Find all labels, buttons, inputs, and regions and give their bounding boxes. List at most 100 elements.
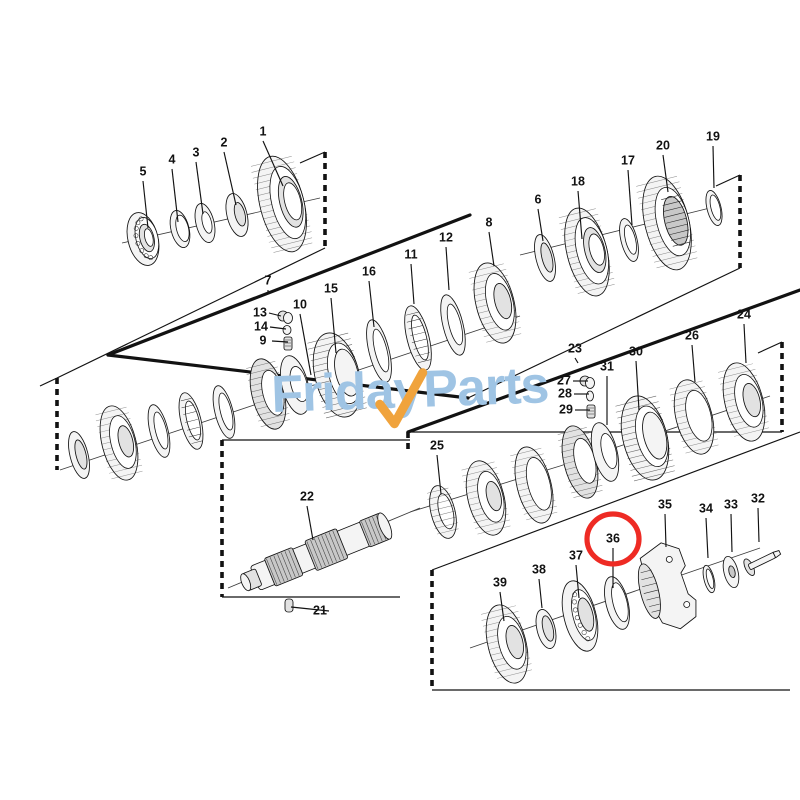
callout-39-output-gear[interactable]: 39 bbox=[493, 575, 507, 622]
callout-4-snap-ring[interactable]: 4 bbox=[169, 152, 179, 223]
leader-line-15 bbox=[330, 297, 337, 354]
callout-7-mainshaft-assembly[interactable]: 7 bbox=[265, 273, 272, 293]
callout-17-thrust-washer[interactable]: 17 bbox=[621, 153, 635, 226]
callout-number-29: 29 bbox=[559, 402, 573, 416]
callout-28-spring[interactable]: 28 bbox=[558, 386, 589, 400]
part-8-gear-mid bbox=[95, 405, 143, 481]
leader-line-34 bbox=[705, 517, 709, 559]
part-8-gear bbox=[468, 262, 522, 344]
part-25-bearing-race bbox=[426, 485, 459, 539]
callout-13-detent-ball[interactable]: 13 bbox=[253, 305, 282, 319]
callout-23-mainshaft-gear-set[interactable]: 23 bbox=[568, 341, 582, 364]
callout-38-spacer-washer[interactable]: 38 bbox=[532, 562, 546, 609]
part-14-spring bbox=[282, 325, 292, 335]
part-38-spacer-washer bbox=[535, 609, 557, 649]
callout-6-thrust-washer[interactable]: 6 bbox=[535, 192, 544, 242]
callout-number-3: 3 bbox=[193, 145, 200, 159]
callout-number-26: 26 bbox=[685, 328, 699, 342]
callout-21-dowel-pin[interactable]: 21 bbox=[290, 603, 330, 617]
part-34-o-ring bbox=[702, 564, 716, 594]
part-30-sliding-sleeve bbox=[615, 395, 675, 482]
callout-34-o-ring[interactable]: 34 bbox=[699, 501, 713, 559]
callout-35-output-yoke-flange[interactable]: 35 bbox=[658, 497, 672, 548]
leader-line-12 bbox=[445, 246, 450, 291]
part-35-output-yoke-flange bbox=[637, 542, 697, 630]
callout-32-bolt[interactable]: 32 bbox=[751, 491, 765, 543]
callout-layer: 1234567891011121314151617181920212223242… bbox=[140, 124, 765, 622]
leader-line-22 bbox=[306, 505, 314, 541]
callout-number-9: 9 bbox=[260, 333, 267, 347]
callout-2-thrust-washer[interactable]: 2 bbox=[221, 135, 237, 206]
callout-number-23: 23 bbox=[568, 341, 582, 355]
callout-15-sliding-sleeve[interactable]: 15 bbox=[324, 281, 338, 354]
leader-line-13 bbox=[268, 312, 282, 317]
part-24-gear-right bbox=[718, 362, 770, 442]
leader-line-26 bbox=[691, 344, 696, 383]
part-27-detent-ball bbox=[579, 375, 595, 389]
callout-12-synchronizer-ring[interactable]: 12 bbox=[439, 230, 453, 291]
callout-number-5: 5 bbox=[140, 164, 147, 178]
callout-27-detent-ball[interactable]: 27 bbox=[557, 373, 588, 387]
callout-31-synchronizer-hub[interactable]: 31 bbox=[600, 359, 614, 425]
callout-37-bearing[interactable]: 37 bbox=[569, 548, 583, 599]
part-32-bolt bbox=[743, 550, 782, 576]
part-17-thrust-washer bbox=[619, 218, 639, 262]
callout-20-clutch-gear[interactable]: 20 bbox=[656, 138, 670, 193]
callout-5-ball-bearing[interactable]: 5 bbox=[140, 164, 149, 229]
callout-14-spring[interactable]: 14 bbox=[254, 319, 287, 333]
leader-line-33 bbox=[730, 513, 733, 553]
callout-number-17: 17 bbox=[621, 153, 635, 167]
callout-24-gear[interactable]: 24 bbox=[737, 307, 751, 364]
callout-1-drive-gear[interactable]: 1 bbox=[260, 124, 284, 187]
part-4-snap-ring bbox=[169, 210, 191, 248]
callout-25-bearing-race[interactable]: 25 bbox=[430, 438, 444, 495]
callout-3-spacer-ring[interactable]: 3 bbox=[193, 145, 204, 215]
callout-number-8: 8 bbox=[486, 215, 493, 229]
callout-11-synchronizer-ring[interactable]: 11 bbox=[404, 247, 418, 305]
part-12-synchronizer-ring bbox=[440, 294, 466, 356]
part-31-synchronizer-hub bbox=[557, 425, 603, 499]
callout-number-31: 31 bbox=[600, 359, 614, 373]
callout-number-25: 25 bbox=[430, 438, 444, 452]
callout-number-39: 39 bbox=[493, 575, 507, 589]
part-10-hub-body bbox=[280, 355, 310, 415]
part-29-pin bbox=[586, 404, 596, 419]
leader-line-20 bbox=[662, 154, 669, 193]
callout-number-10: 10 bbox=[293, 297, 307, 311]
part-31-hub-collar bbox=[590, 422, 620, 482]
callout-number-13: 13 bbox=[253, 305, 267, 319]
part-26-gear-right bbox=[669, 379, 719, 455]
leader-line-19 bbox=[712, 145, 715, 189]
callout-19-snap-ring[interactable]: 19 bbox=[706, 129, 720, 189]
callout-number-15: 15 bbox=[324, 281, 338, 295]
callout-8-gear[interactable]: 8 bbox=[486, 215, 495, 267]
panel-border-output-yoke bbox=[430, 431, 800, 691]
callout-16-blocker-ring[interactable]: 16 bbox=[362, 264, 376, 328]
callout-33-flat-washer[interactable]: 33 bbox=[724, 497, 738, 553]
part-2-thrust-washer bbox=[225, 193, 249, 237]
leader-line-25 bbox=[436, 454, 442, 495]
part-37-bearing bbox=[561, 580, 599, 652]
callout-number-37: 37 bbox=[569, 548, 583, 562]
callout-18-gear[interactable]: 18 bbox=[571, 174, 585, 240]
callout-number-19: 19 bbox=[706, 129, 720, 143]
callout-36-oil-seal[interactable]: 36 bbox=[606, 531, 620, 588]
leader-line-38 bbox=[538, 578, 543, 609]
leader-line-6 bbox=[537, 208, 544, 242]
part-39-output-gear bbox=[481, 604, 533, 684]
callout-number-2: 2 bbox=[221, 135, 228, 149]
leader-line-16 bbox=[368, 280, 375, 328]
callout-number-20: 20 bbox=[656, 138, 670, 152]
leader-line-5 bbox=[142, 180, 149, 229]
callout-22-output-shaft[interactable]: 22 bbox=[300, 489, 314, 541]
leader-line-32 bbox=[757, 507, 760, 543]
part-28-spring bbox=[586, 390, 594, 402]
callout-26-gear[interactable]: 26 bbox=[685, 328, 699, 383]
callout-29-pin[interactable]: 29 bbox=[559, 402, 590, 416]
callout-10-synchronizer-hub[interactable]: 10 bbox=[293, 297, 312, 376]
callout-30-sliding-sleeve[interactable]: 30 bbox=[629, 344, 643, 411]
callout-number-27: 27 bbox=[557, 373, 571, 387]
callout-number-35: 35 bbox=[658, 497, 672, 511]
callout-9-pin[interactable]: 9 bbox=[260, 333, 289, 347]
